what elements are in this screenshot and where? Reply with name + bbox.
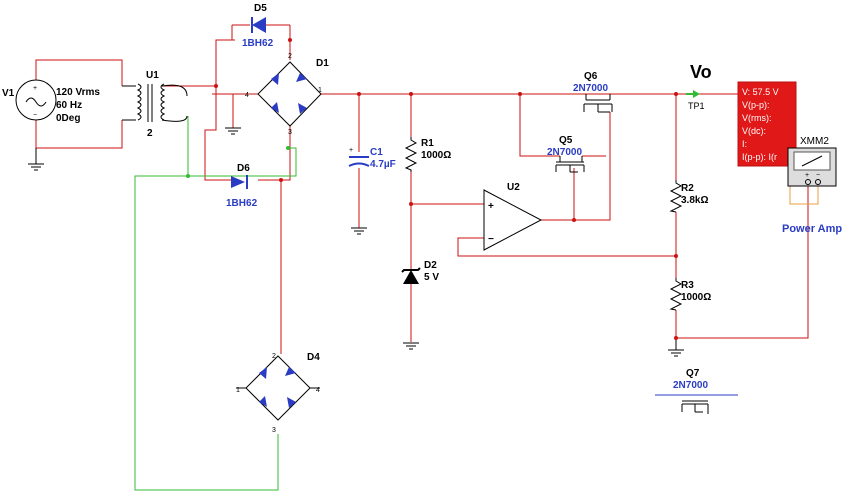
d4-pin-3: 3 — [272, 427, 276, 434]
r2-value: 3.8kΩ — [681, 195, 708, 206]
probe-ipp: I(p-p): I(r — [742, 152, 777, 162]
q7-model: 2N7000 — [673, 380, 708, 391]
d1-name: D1 — [316, 58, 329, 69]
probe-vdc: V(dc): — [742, 126, 766, 136]
d2-zener-diode[interactable]: D2 5 V — [401, 260, 439, 284]
green-junction-dots — [186, 146, 290, 178]
voltage-probe-box[interactable]: V: 57.5 V V(p-p): V(rms): V(dc): I: I(p-… — [737, 81, 797, 167]
xmm2-multimeter[interactable]: + − XMM2 Power Amp — [782, 136, 842, 235]
xmm2-lead — [789, 186, 819, 205]
svg-text:+: + — [349, 147, 353, 154]
q6-model: 2N7000 — [573, 83, 608, 94]
q7-mosfet[interactable]: Q7 2N7000 — [655, 368, 738, 414]
d4-pin-4: 4 — [316, 387, 320, 394]
svg-text:−: − — [33, 112, 37, 119]
vo-label: Vo — [690, 62, 712, 82]
junction-dots — [214, 38, 678, 340]
v1-name: V1 — [2, 88, 15, 99]
xmm2-name: XMM2 — [800, 136, 829, 147]
u2-plus: + — [488, 201, 494, 212]
probe-vrms: V(rms): — [742, 113, 772, 123]
v1-frequency: 60 Hz — [56, 100, 82, 111]
r1-value: 1000Ω — [421, 150, 451, 161]
q5-name: Q5 — [559, 135, 573, 146]
u1-name: U1 — [146, 70, 159, 81]
v1-phase: 0Deg — [56, 113, 80, 124]
r3-resistor[interactable]: R3 1000Ω — [669, 278, 711, 311]
r3-value: 1000Ω — [681, 292, 711, 303]
xmm2-caption: Power Amp — [782, 223, 842, 235]
c1-value: 4.7µF — [370, 159, 396, 170]
u1-transformer[interactable]: U1 2 — [122, 70, 188, 139]
d6-name: D6 — [237, 163, 250, 174]
q6-mosfet[interactable]: Q6 2N7000 — [573, 71, 613, 113]
d1-bridge-rectifier[interactable]: D1 2 4 1 3 — [245, 53, 329, 136]
svg-text:+: + — [33, 85, 37, 92]
xmm2-minus: − — [816, 172, 820, 179]
r2-resistor[interactable]: R2 3.8kΩ — [669, 180, 708, 213]
d1-pin-1: 1 — [318, 87, 322, 94]
d4-pin-1: 1 — [236, 387, 240, 394]
u1-pin: 2 — [147, 128, 153, 139]
d6-diode[interactable]: D6 1BH62 — [226, 163, 258, 209]
xmm2-plus: + — [805, 172, 809, 179]
d5-diode[interactable]: D5 1BH62 — [232, 3, 290, 49]
q7-name: Q7 — [686, 368, 700, 379]
r1-name: R1 — [421, 138, 434, 149]
r3-name: R3 — [681, 280, 694, 291]
probe-voltage: V: 57.5 V — [742, 87, 779, 97]
q5-model: 2N7000 — [547, 147, 582, 158]
d4-pin-2: 2 — [272, 353, 276, 360]
d2-value: 5 V — [424, 272, 439, 283]
d2-name: D2 — [424, 260, 437, 271]
c1-name: C1 — [370, 147, 383, 158]
u2-op-amp[interactable]: U2 + − — [483, 182, 543, 251]
d1-pin-4: 4 — [245, 92, 249, 99]
r1-resistor[interactable]: R1 1000Ω — [404, 137, 451, 172]
d4-bridge-rectifier[interactable]: D4 2 1 4 3 — [236, 352, 320, 434]
d5-name: D5 — [254, 3, 267, 14]
green-wires — [134, 116, 297, 491]
probe-vpp: V(p-p): — [742, 100, 770, 110]
d4-name: D4 — [307, 352, 320, 363]
ground-symbols — [28, 127, 684, 357]
v1-voltage: 120 Vrms — [56, 87, 100, 98]
d1-pin-3: 3 — [288, 129, 292, 136]
q6-name: Q6 — [584, 71, 598, 82]
c1-capacitor[interactable]: + C1 4.7µF — [348, 147, 396, 170]
u2-name: U2 — [507, 182, 520, 193]
tp1-test-point[interactable]: TP1 — [686, 90, 705, 111]
probe-current: I: — [742, 139, 747, 149]
v1-source[interactable]: + − V1 120 Vrms 60 Hz 0Deg — [2, 79, 100, 124]
r2-name: R2 — [681, 183, 694, 194]
d5-model: 1BH62 — [242, 38, 274, 49]
tp1-name: TP1 — [688, 101, 705, 111]
q5-mosfet[interactable]: Q5 2N7000 — [547, 135, 585, 173]
d6-model: 1BH62 — [226, 198, 258, 209]
d1-pin-2: 2 — [288, 53, 292, 60]
u2-minus: − — [488, 234, 494, 245]
